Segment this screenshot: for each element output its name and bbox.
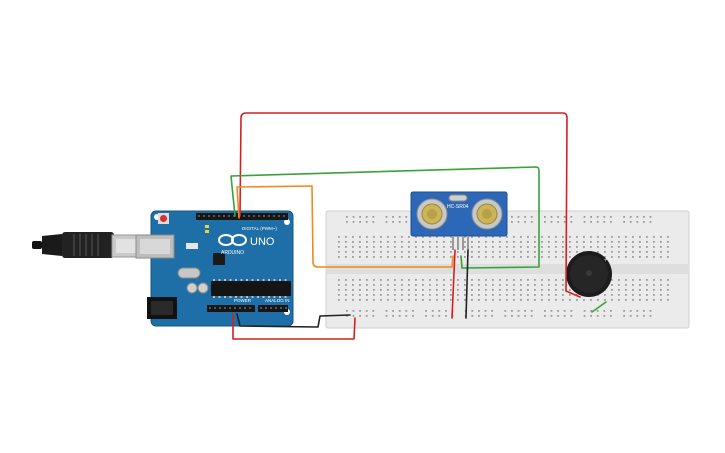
- wire-black-gnd[interactable]: [236, 313, 351, 328]
- reset-button[interactable]: [158, 213, 169, 224]
- wire-red-sensor[interactable]: [451, 249, 456, 319]
- sensor-pins[interactable]: [452, 236, 469, 250]
- wire-green-signal[interactable]: [230, 166, 540, 269]
- wire-red-5v[interactable]: [232, 313, 356, 340]
- wire-green-buzzer[interactable]: [591, 301, 607, 313]
- svg-text:+: +: [604, 258, 608, 264]
- digital-header[interactable]: [196, 213, 288, 220]
- status-led: [205, 225, 209, 228]
- piezo-buzzer-icon[interactable]: +: [566, 251, 612, 297]
- analog-header[interactable]: [258, 305, 288, 312]
- ultrasonic-sensor-hc-sr04[interactable]: HC-SR04: [410, 191, 508, 250]
- arduino-uno-board[interactable]: ARDUINO UNO DIGITAL (PWM~) POWER ANALOG …: [135, 210, 294, 327]
- power-jack[interactable]: [147, 297, 177, 319]
- sensor-receiver: [471, 198, 503, 230]
- wire-orange-signal[interactable]: [236, 185, 454, 268]
- wire-red-vcc[interactable]: [239, 112, 581, 298]
- sensor-crystal: [448, 194, 468, 202]
- sensor-transmitter: [416, 198, 448, 230]
- arduino-logo: ARDUINO: [218, 234, 247, 256]
- atmega-chip: [211, 279, 291, 298]
- logo-text: ARDUINO: [221, 250, 244, 256]
- wire-black-sensor[interactable]: [465, 249, 469, 319]
- sensor-model-label: HC-SR04: [447, 204, 469, 210]
- usb-chip: [213, 253, 225, 265]
- mounting-hole: [284, 219, 290, 225]
- board-brand: UNO: [250, 236, 275, 248]
- crystal-oscillator: [177, 267, 201, 279]
- digital-pins-label: DIGITAL (PWM~): [242, 226, 277, 231]
- analog-pins-label: ANALOG IN: [265, 298, 290, 303]
- power-pins-label: POWER: [234, 298, 252, 303]
- breadboard: [325, 210, 690, 329]
- capacitor: [197, 282, 209, 294]
- status-led: [205, 230, 209, 233]
- capacitor: [186, 282, 198, 294]
